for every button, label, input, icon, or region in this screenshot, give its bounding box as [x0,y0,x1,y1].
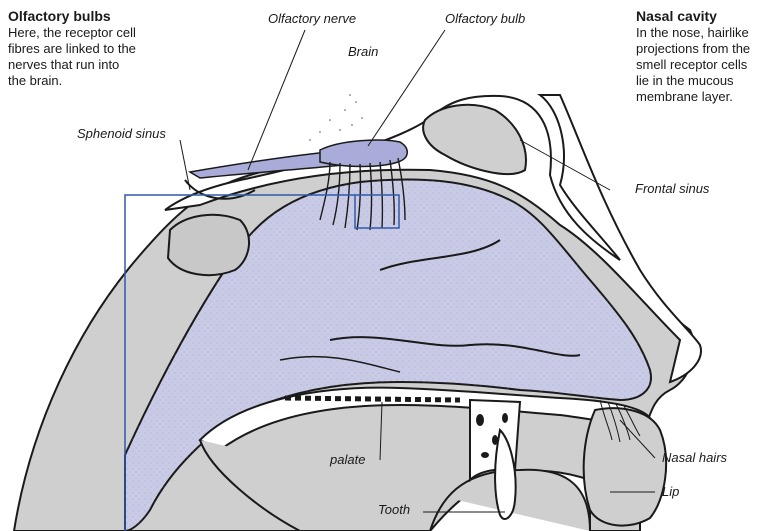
label-sphenoid-sinus: Sphenoid sinus [77,126,166,142]
label-palate: palate [330,452,365,468]
nasal-cavity-line-4: lie in the mucous [636,73,734,89]
label-frontal-sinus: Frontal sinus [635,181,709,197]
label-olfactory-bulb: Olfactory bulb [445,11,525,27]
olfactory-bulbs-line-2: fibres are linked to the [8,41,136,57]
nasal-cavity-line-3: smell receptor cells [636,57,747,73]
label-olfactory-nerve: Olfactory nerve [268,11,356,27]
label-nasal-hairs: Nasal hairs [662,450,727,466]
nasal-cavity-line-1: In the nose, hairlike [636,25,749,41]
label-brain: Brain [348,44,378,60]
nasal-cavity-line-2: projections from the [636,41,750,57]
nasal-cavity-heading: Nasal cavity [636,8,717,25]
olfactory-bulbs-line-3: nerves that run into [8,57,119,73]
olfactory-bulbs-line-4: the brain. [8,73,62,89]
label-lip: Lip [662,484,679,500]
nasal-cavity-line-5: membrane layer. [636,89,733,105]
olfactory-bulb-shape [320,140,407,166]
olfactory-bulbs-heading: Olfactory bulbs [8,8,111,25]
label-tooth: Tooth [378,502,410,518]
olfactory-bulbs-line-1: Here, the receptor cell [8,25,136,41]
